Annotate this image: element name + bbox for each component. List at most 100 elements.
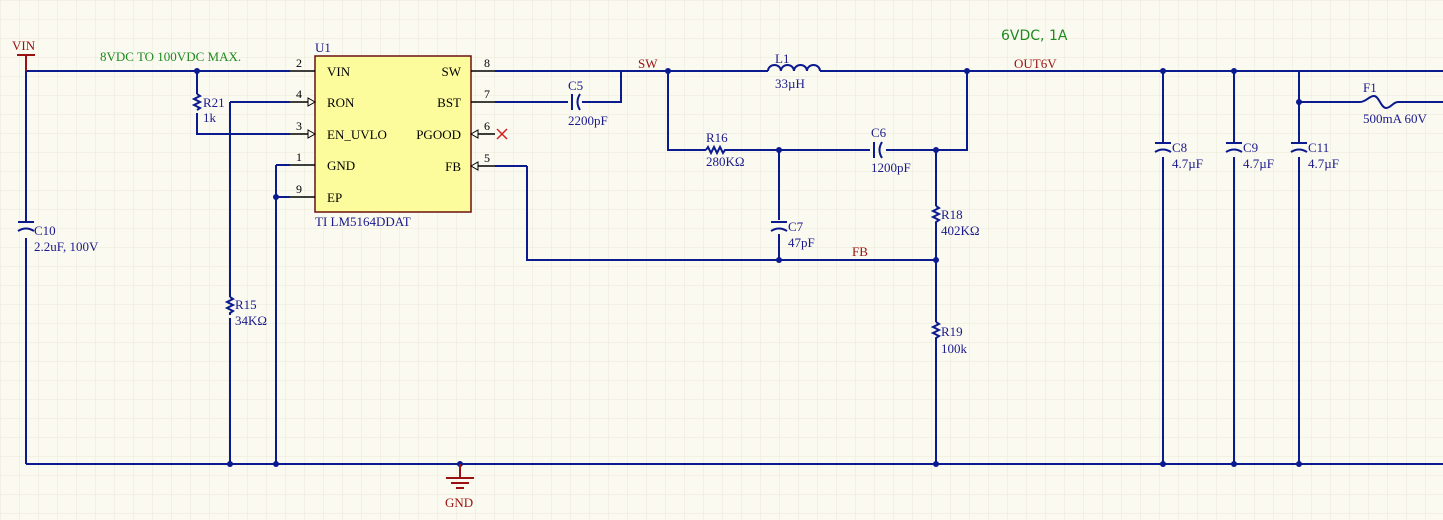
junction-dot: [1160, 461, 1166, 467]
r18-designator: R18: [941, 207, 963, 222]
r16-value: 280KΩ: [706, 154, 745, 169]
capacitor-plates-icon: [1225, 142, 1243, 153]
c11-value: 4.7µF: [1308, 156, 1339, 171]
r19-value: 100k: [941, 341, 968, 356]
c8-capacitor[interactable]: C8 4.7µF: [1154, 140, 1203, 171]
r15-resistor[interactable]: R15 34KΩ: [224, 296, 267, 328]
junction-dot: [933, 461, 939, 467]
c10-value: 2.2uF, 100V: [34, 239, 99, 254]
gnd-power-port[interactable]: GND: [445, 464, 474, 510]
u1-pin-name: EN_UVLO: [327, 127, 387, 142]
vin-power-port[interactable]: VIN: [12, 38, 36, 71]
r15-designator: R15: [235, 297, 257, 312]
wire-fb-net[interactable]: [495, 165, 936, 261]
capacitor-plates-icon: [1154, 142, 1172, 153]
c8-value: 4.7µF: [1172, 156, 1203, 171]
junction-dot: [665, 68, 671, 74]
u1-pin-name: SW: [442, 64, 462, 79]
capacitor-plates-icon: [770, 221, 788, 232]
l1-value: 33µH: [775, 76, 805, 91]
junction-dot: [1231, 461, 1237, 467]
junction-dot: [933, 147, 939, 153]
r19-designator: R19: [941, 324, 963, 339]
r19-resistor[interactable]: R19 100k: [930, 321, 968, 356]
output-spec-note: 6VDC, 1A: [1001, 28, 1068, 44]
capacitor-plates-icon: [1290, 142, 1308, 153]
c10-designator: C10: [34, 223, 56, 238]
u1-pin-number: 8: [484, 56, 490, 70]
r16-resistor[interactable]: R16 280KΩ: [705, 130, 745, 169]
junction-dot: [194, 68, 200, 74]
c6-capacitor[interactable]: C6 1200pF: [871, 125, 911, 175]
c5-capacitor[interactable]: C5 2200pF: [568, 78, 608, 128]
u1-part-number: TI LM5164DDAT: [315, 214, 411, 229]
u1-pin-number: 9: [296, 182, 302, 196]
input-arrow-icon: [469, 161, 479, 171]
wire-r15[interactable]: [229, 101, 290, 464]
r16-designator: R16: [706, 130, 728, 145]
u1-pin-name: PGOOD: [416, 127, 461, 142]
f1-designator: F1: [1363, 80, 1377, 95]
input-arrow-icon: [307, 97, 317, 107]
c9-capacitor[interactable]: C9 4.7µF: [1225, 140, 1274, 171]
junction-dot: [964, 68, 970, 74]
u1-pin-name: BST: [437, 95, 461, 110]
c9-value: 4.7µF: [1243, 156, 1274, 171]
c5-value: 2200pF: [568, 113, 608, 128]
capacitor-plates-icon: [17, 221, 35, 232]
u1-component[interactable]: U1 TI LM5164DDAT 2 4 3 1 9 VIN RON EN_UV…: [290, 40, 508, 229]
u1-pin-number: 2: [296, 56, 302, 70]
u1-pin-name: VIN: [327, 64, 351, 79]
junction-dot: [227, 461, 233, 467]
c11-capacitor[interactable]: C11 4.7µF: [1290, 140, 1339, 171]
u1-pin-number: 7: [484, 87, 490, 101]
wire-bst-c5[interactable]: [495, 71, 622, 103]
u1-pin-number: 1: [296, 150, 302, 164]
capacitor-plates-icon: [873, 141, 883, 159]
c11-designator: C11: [1308, 140, 1329, 155]
c7-designator: C7: [788, 219, 804, 234]
resistor-zigzag-icon: [224, 296, 236, 315]
inductor-coil-icon: [767, 64, 821, 72]
f1-fuse[interactable]: F1 500mA 60V: [1359, 80, 1428, 126]
u1-pin-name: GND: [327, 158, 355, 173]
r18-resistor[interactable]: R18 402KΩ: [930, 205, 980, 238]
l1-inductor[interactable]: L1 33µH: [767, 51, 821, 91]
junction-dot: [1231, 68, 1237, 74]
u1-pin-number: 3: [296, 119, 302, 133]
junction-dot: [273, 461, 279, 467]
junction-dot: [1296, 461, 1302, 467]
net-label-sw: SW: [638, 56, 658, 71]
junctions: [194, 68, 1302, 467]
capacitor-plates-icon: [571, 93, 581, 111]
u1-pin-number: 5: [484, 151, 490, 165]
c6-value: 1200pF: [871, 160, 911, 175]
wire-c6-to-out[interactable]: [886, 71, 968, 151]
net-label-out6v: OUT6V: [1014, 56, 1057, 71]
u1-pin-number: 4: [296, 87, 302, 101]
r21-value: 1k: [203, 110, 217, 125]
power-bar-icon: [17, 54, 35, 71]
wire-sw-to-r16[interactable]: [667, 71, 870, 151]
resistor-zigzag-icon: [191, 93, 203, 111]
c10-capacitor[interactable]: C10 2.2uF, 100V: [17, 221, 99, 254]
wire-r21[interactable]: [196, 71, 290, 135]
resistor-zigzag-icon: [930, 321, 942, 342]
junction-dot: [776, 257, 782, 263]
net-label-fb: FB: [852, 244, 868, 259]
c7-value: 47pF: [788, 235, 815, 250]
resistor-zigzag-icon: [930, 205, 942, 226]
gnd-label: GND: [445, 495, 473, 510]
input-range-note: 8VDC TO 100VDC MAX.: [100, 49, 241, 64]
l1-designator: L1: [775, 51, 789, 66]
c5-designator: C5: [568, 78, 583, 93]
vin-label: VIN: [12, 38, 36, 53]
u1-designator: U1: [315, 40, 331, 55]
f1-value: 500mA 60V: [1363, 111, 1428, 126]
u1-pin-name: EP: [327, 190, 342, 205]
r21-resistor[interactable]: R21 1k: [191, 93, 225, 125]
ground-symbol-icon: [446, 464, 474, 489]
c7-capacitor[interactable]: C7 47pF: [770, 219, 815, 250]
junction-dot: [273, 194, 279, 200]
